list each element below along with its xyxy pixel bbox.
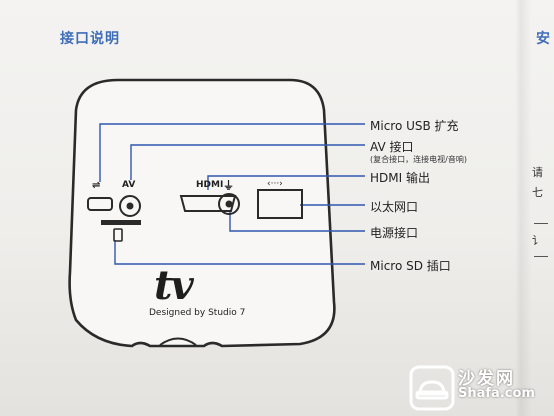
hdmi-logo: HDMI [196, 180, 224, 190]
av-port-outer [119, 195, 141, 217]
device-bottom-notch [159, 337, 197, 346]
device-outline [68, 78, 336, 348]
callout-label-hdmi: HDMI 输出 [370, 171, 430, 185]
callout-label-ethernet: 以太网口 [370, 200, 419, 214]
side-divider-1 [534, 223, 548, 224]
callout-sublabel-av: (复合接口，连接电视/音响) [370, 155, 467, 164]
power-port-outer [218, 193, 240, 215]
callout-label-sd: Micro SD 插口 [370, 259, 451, 273]
sd-slot [101, 220, 141, 225]
ethernet-port [257, 189, 303, 219]
callout-line-power [229, 212, 365, 232]
callout-label-power: 电源接口 [370, 226, 419, 240]
sofa-logo-icon [409, 365, 455, 411]
side-text-1: 请 [532, 166, 543, 179]
section-title: 接口说明 [60, 31, 120, 47]
power-plug-icon: ⏚ [223, 179, 234, 192]
tagline: Designed by Studio 7 [149, 308, 246, 318]
callout-label-usb: Micro USB 扩充 [370, 119, 459, 133]
side-text-3: 讠 [532, 234, 543, 247]
hdmi-port [179, 195, 237, 212]
watermark-en: Shafa.com [458, 386, 535, 401]
ethernet-icon: ‹···› [267, 179, 283, 189]
callout-line-av [130, 144, 365, 180]
tv-logo: tv [154, 262, 194, 309]
usb-port [87, 197, 113, 211]
av-port-inner [126, 202, 134, 210]
av-mark: AV [122, 180, 136, 190]
power-port-inner [225, 200, 233, 208]
watermark: 沙发网 Shafa.com [406, 360, 554, 416]
callout-label-av: AV 接口 [370, 140, 414, 154]
usb-icon: ⇌ [92, 180, 101, 191]
callout-line-usb [99, 123, 365, 182]
callout-line-hdmi [207, 175, 365, 190]
side-divider-2 [534, 256, 548, 257]
next-section-title: 安 [536, 31, 550, 47]
side-text-2: 七 [532, 186, 543, 199]
callout-line-sd [114, 240, 365, 265]
watermark-cn: 沙发网 [458, 369, 515, 389]
sd-card-icon [113, 228, 123, 242]
